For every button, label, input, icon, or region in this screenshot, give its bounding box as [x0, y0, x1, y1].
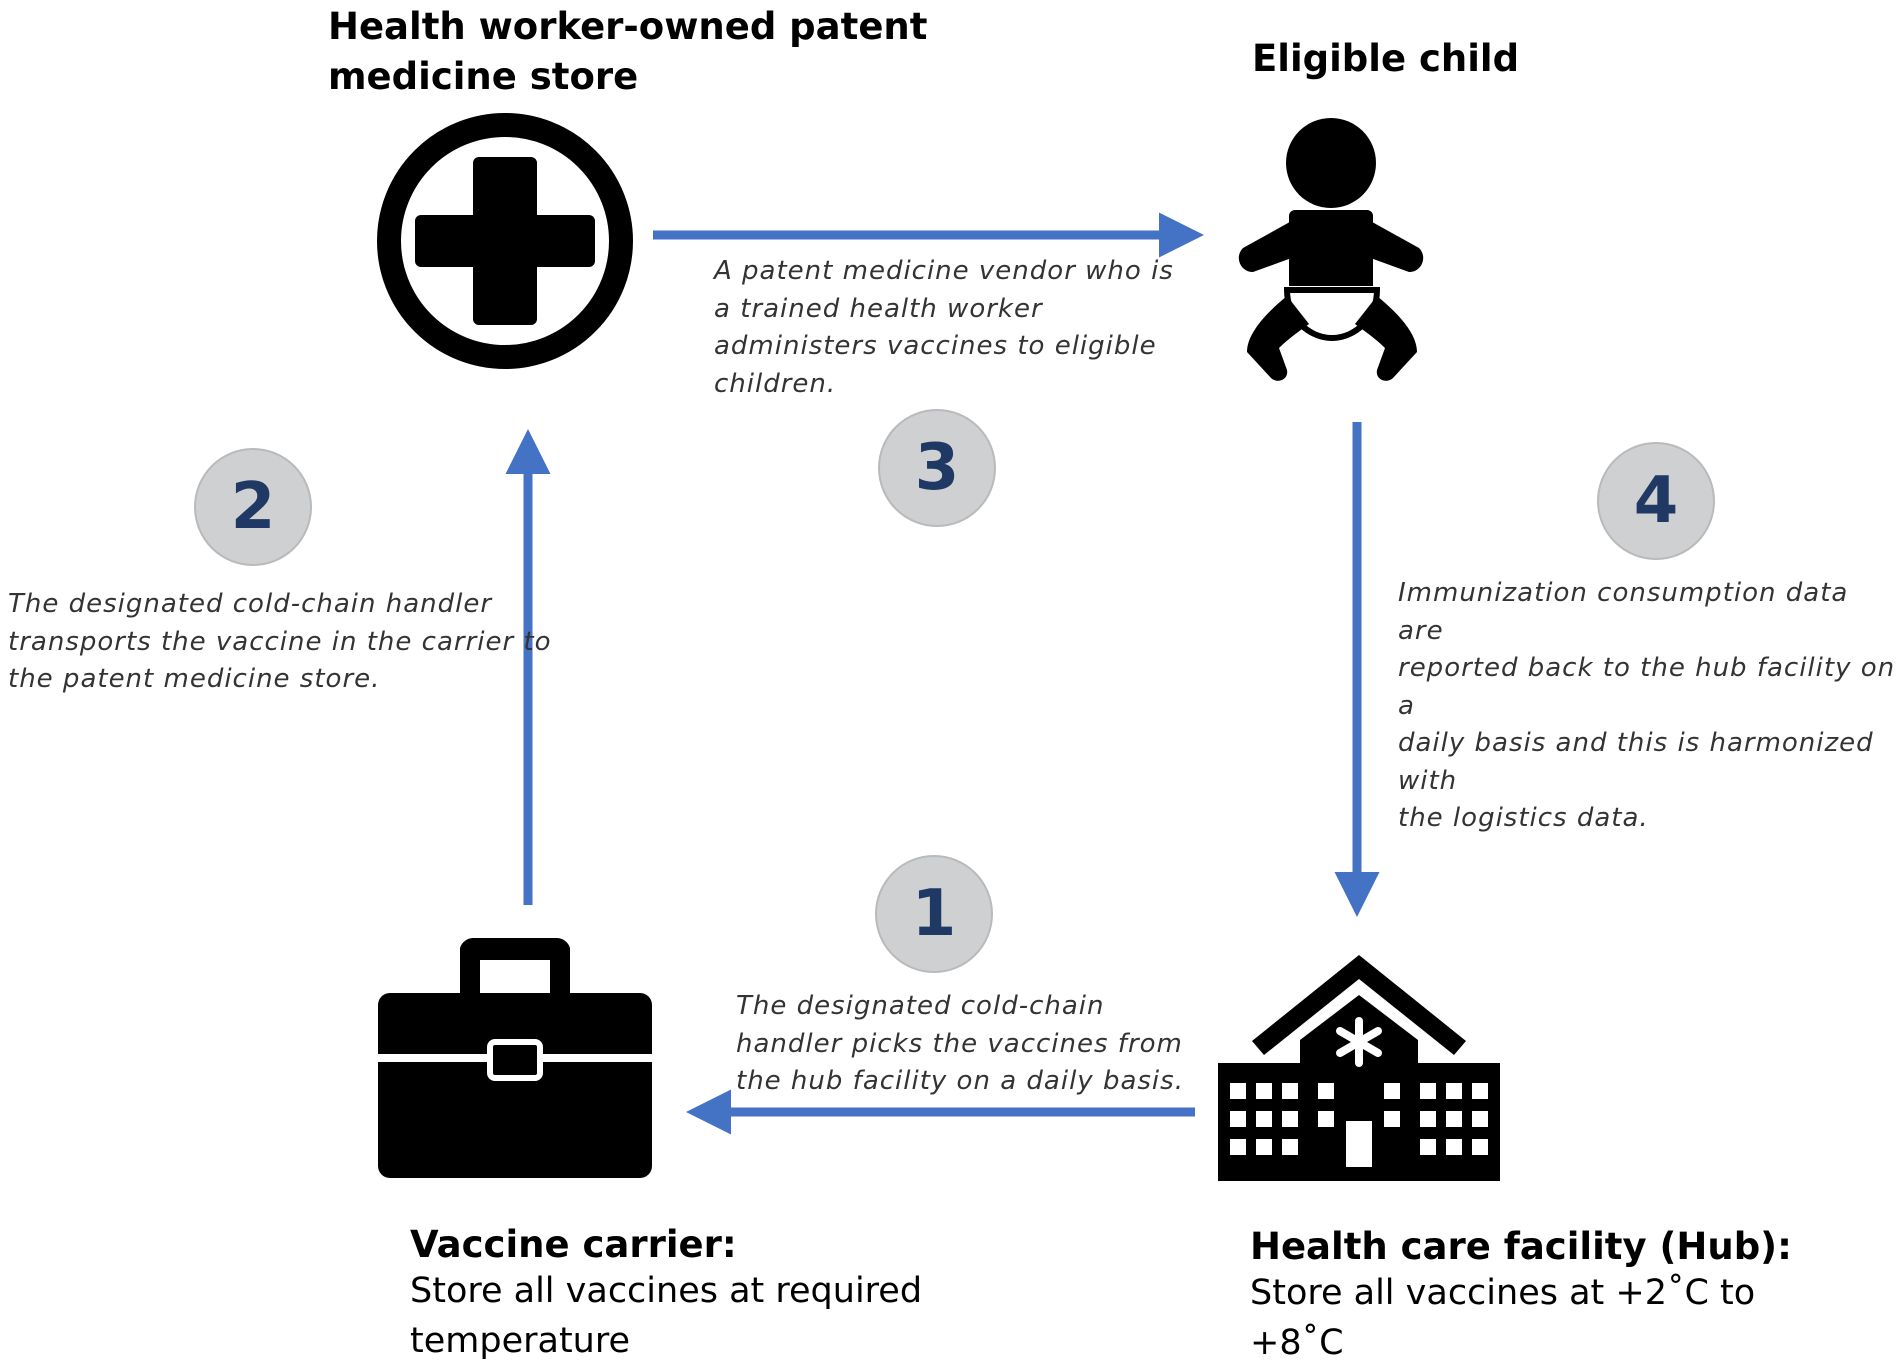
step-2-text: The designated cold-chain handler transp… — [8, 589, 552, 694]
hub-description: Store all vaccines at +2˚C to +8˚C — [1250, 1273, 1756, 1363]
carrier-description: Store all vaccines at required temperatu… — [410, 1271, 923, 1361]
briefcase-icon — [378, 938, 652, 1178]
step-1-badge: 1 — [875, 855, 993, 973]
step-4-badge: 4 — [1597, 442, 1715, 560]
child-title: Eligible child — [1252, 37, 1520, 80]
baby-icon — [1238, 118, 1424, 381]
store-title: Health worker-owned patent medicine stor… — [328, 5, 928, 98]
step-3-text: A patent medicine vendor who is a traine… — [714, 256, 1174, 399]
step-4-text: Immunization consumption data are report… — [1398, 578, 1896, 833]
step-2-badge: 2 — [194, 448, 312, 566]
step-1-text: The designated cold-chain handler picks … — [736, 991, 1184, 1096]
medical-cross-icon — [377, 113, 633, 369]
step-3-badge: 3 — [878, 409, 996, 527]
hospital-icon — [1218, 955, 1500, 1181]
hub-title: Health care facility (Hub): — [1250, 1225, 1792, 1268]
carrier-title: Vaccine carrier: — [410, 1223, 737, 1266]
